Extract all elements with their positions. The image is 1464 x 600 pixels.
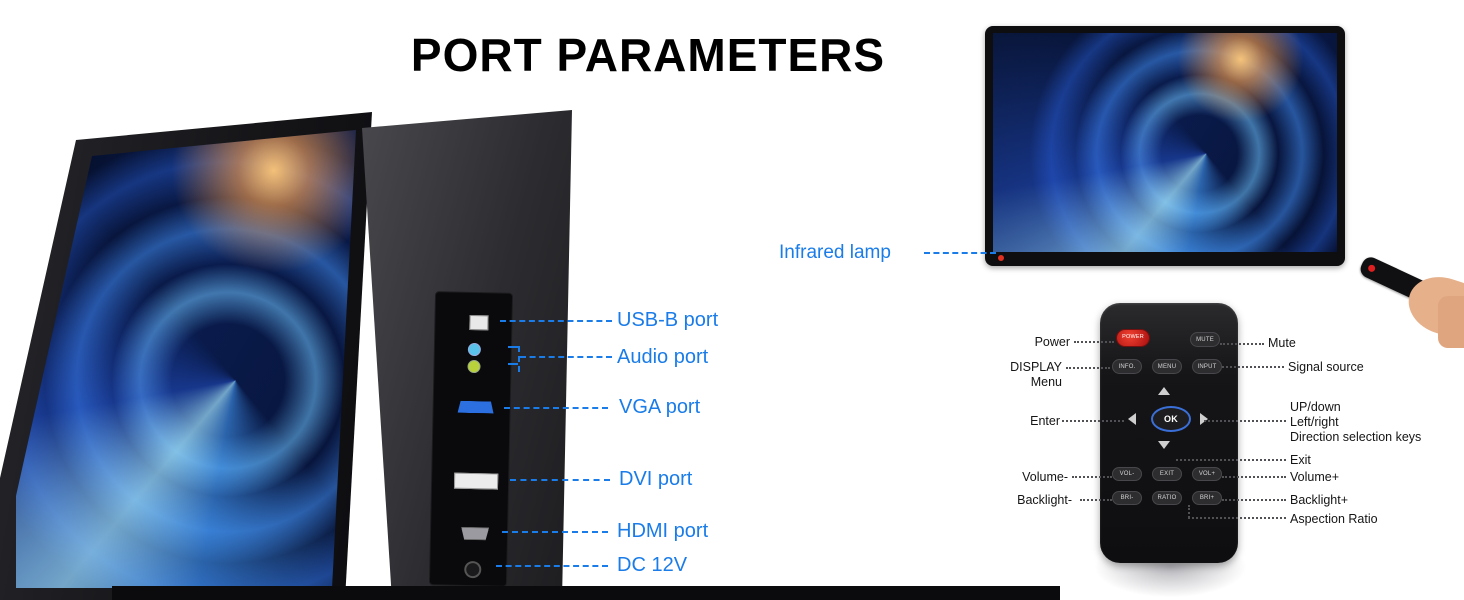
vga-connector <box>458 401 494 414</box>
annotation-exit: Exit <box>1290 453 1311 467</box>
remote-bri-plus-button: BRI+ <box>1192 491 1222 505</box>
hand-arm <box>1438 296 1464 348</box>
dc-jack <box>464 560 482 579</box>
remote-vol-minus-button: VOL- <box>1112 467 1142 481</box>
remote-mute-button: MUTE <box>1190 332 1220 347</box>
port-panel <box>428 291 514 587</box>
power-leader-line <box>1074 341 1114 343</box>
remote-power-button: POWER <box>1116 329 1150 347</box>
down-arrow-icon <box>1158 441 1170 449</box>
usb-leader-line <box>500 320 612 322</box>
volume-minus-leader-line <box>1072 476 1112 478</box>
remote-vol-plus-button: VOL+ <box>1192 467 1222 481</box>
annotation-power: Power <box>1034 335 1070 349</box>
vga-leader-line <box>504 407 608 409</box>
annotation-up-down: UP/down <box>1290 400 1341 414</box>
audio-jack-1 <box>467 342 482 357</box>
remote-menu-button: MENU <box>1152 359 1182 374</box>
dvi-leader-line <box>510 479 610 481</box>
audio-bracket-line <box>518 346 520 372</box>
annotation-aspect-ratio: Aspection Ratio <box>1290 512 1378 526</box>
hdmi-connector <box>461 527 489 541</box>
port-label-dvi: DVI port <box>619 468 693 490</box>
audio-leader-line <box>520 356 612 358</box>
signal-source-leader-line <box>1222 366 1284 368</box>
left-arrow-icon <box>1128 413 1136 425</box>
dc-leader-line <box>496 565 608 567</box>
annotation-volume-minus: Volume- <box>1022 470 1068 484</box>
annotation-backlight-plus: Backlight+ <box>1290 493 1349 507</box>
up-arrow-icon <box>1158 387 1170 395</box>
page-title: PORT PARAMETERS <box>410 29 886 81</box>
annotation-left-right: Left/right <box>1290 415 1339 429</box>
base-bar <box>112 586 1060 600</box>
infrared-leader-line <box>924 252 996 254</box>
backlight-minus-leader-line <box>1080 499 1112 501</box>
port-label-usb: USB-B port <box>617 309 719 331</box>
direction-leader-line <box>1204 420 1286 422</box>
annotation-menu: Menu <box>1030 375 1062 389</box>
remote-ratio-button: RATIO <box>1152 491 1182 505</box>
ratio-leader-line-vertical <box>1188 505 1190 518</box>
annotation-direction-keys: Direction selection keys <box>1290 430 1422 444</box>
port-label-hdmi: HDMI port <box>617 520 709 542</box>
annotation-display: DISPLAY <box>1010 360 1062 374</box>
monitor-front-screen <box>16 130 356 588</box>
remote-bri-minus-button: BRI- <box>1112 491 1142 505</box>
volume-plus-leader-line <box>1222 476 1286 478</box>
port-label-dc: DC 12V <box>617 554 688 576</box>
mute-leader-line <box>1220 343 1264 345</box>
enter-leader-line <box>1062 420 1124 422</box>
dvi-connector <box>453 472 499 490</box>
port-label-vga: VGA port <box>619 396 701 418</box>
audio-stub-line-2 <box>508 363 518 365</box>
remote-ok-button: OK <box>1151 406 1191 432</box>
monitor-right-screen <box>993 33 1337 252</box>
infrared-lamp-dot <box>998 255 1004 261</box>
remote-exit-button: EXIT <box>1152 467 1182 481</box>
annotation-enter: Enter <box>1030 414 1060 428</box>
remote-control: POWER MUTE INFO. MENU INPUT OK VOL- EXIT… <box>1100 303 1238 563</box>
remote-info-button: INFO. <box>1112 359 1142 374</box>
display-menu-leader-line <box>1066 367 1110 369</box>
mini-remote-power-dot <box>1366 263 1377 273</box>
usb-b-connector <box>469 314 489 331</box>
right-arrow-icon <box>1200 413 1208 425</box>
monitor-right <box>985 26 1345 266</box>
annotation-volume-plus: Volume+ <box>1290 470 1339 484</box>
remote-input-button: INPUT <box>1192 359 1222 374</box>
audio-stub-line-1 <box>508 346 518 348</box>
hdmi-leader-line <box>502 531 608 533</box>
annotation-mute: Mute <box>1268 336 1296 350</box>
annotation-signal-source: Signal source <box>1288 360 1364 374</box>
exit-leader-line <box>1176 459 1286 461</box>
port-label-audio: Audio port <box>617 346 709 368</box>
audio-jack-2 <box>467 359 481 374</box>
backlight-plus-leader-line <box>1222 499 1286 501</box>
ratio-leader-line <box>1188 517 1286 519</box>
infrared-label: Infrared lamp <box>779 242 891 263</box>
annotation-backlight-minus: Backlight- <box>1017 493 1072 507</box>
